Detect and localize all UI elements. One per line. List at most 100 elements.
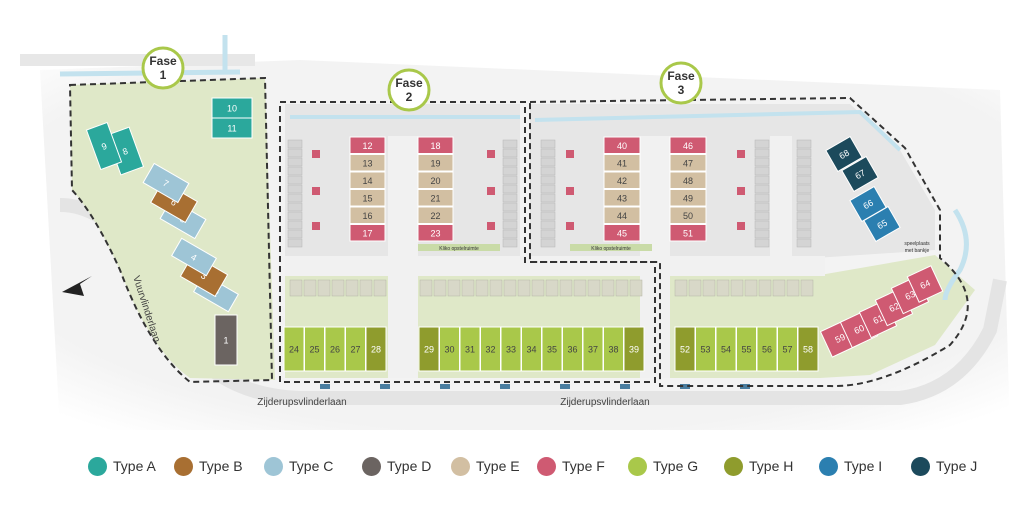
lot-28[interactable]: 28 (365, 326, 387, 372)
legend-swatch (264, 456, 283, 476)
lot-66[interactable]: 66 (849, 185, 887, 223)
parking-spot (754, 184, 770, 194)
lot-shape-13 (349, 154, 386, 172)
parking-spot (559, 279, 573, 297)
parking-spot (540, 148, 556, 158)
car-marker (500, 384, 510, 389)
lot-number-16: 16 (362, 211, 372, 221)
lot-number-63: 63 (904, 289, 917, 302)
legend-item-type-j[interactable]: Type J (911, 456, 977, 476)
lot-40[interactable]: 40 (603, 136, 641, 154)
legend-item-type-a[interactable]: Type A (88, 456, 156, 476)
lot-19[interactable]: 19 (417, 154, 454, 172)
phase-number: 3 (678, 83, 685, 97)
lot-57[interactable]: 57 (777, 326, 798, 372)
legend-item-type-e[interactable]: Type E (451, 456, 520, 476)
legend-item-type-h[interactable]: Type H (724, 456, 793, 476)
lot-55[interactable]: 55 (736, 326, 757, 372)
lot-shape-67 (841, 155, 879, 193)
lot-65[interactable]: 65 (863, 205, 901, 243)
legend-swatch (451, 456, 470, 476)
parking-spot (540, 193, 556, 203)
legend-item-type-b[interactable]: Type B (174, 456, 243, 476)
lot-33[interactable]: 33 (500, 326, 522, 372)
lot-48[interactable]: 48 (669, 171, 707, 189)
lot-number-67: 67 (853, 168, 867, 182)
lot-31[interactable]: 31 (459, 326, 481, 372)
legend-label: Type C (289, 458, 334, 474)
lot-22[interactable]: 22 (417, 206, 454, 224)
lot-46[interactable]: 46 (669, 136, 707, 154)
lot-42[interactable]: 42 (603, 171, 641, 189)
lot-45[interactable]: 45 (603, 224, 641, 242)
parking-spot (502, 139, 518, 149)
lot-18[interactable]: 18 (417, 136, 454, 154)
canal-east (942, 208, 969, 301)
lot-21[interactable]: 21 (417, 189, 454, 207)
legend-item-type-c[interactable]: Type C (264, 456, 333, 476)
lot-39[interactable]: 39 (623, 326, 645, 372)
lot-41[interactable]: 41 (603, 154, 641, 172)
lot-14[interactable]: 14 (349, 171, 386, 189)
lot-51[interactable]: 51 (669, 224, 707, 242)
lot-50[interactable]: 50 (669, 206, 707, 224)
lot-43[interactable]: 43 (603, 189, 641, 207)
lot-49[interactable]: 49 (669, 189, 707, 207)
legend-item-type-f[interactable]: Type F (537, 456, 605, 476)
lot-25[interactable]: 25 (304, 326, 325, 372)
lot-13[interactable]: 13 (349, 154, 386, 172)
lot-24[interactable]: 24 (283, 326, 305, 372)
parking-spot (502, 184, 518, 194)
legend-swatch (628, 456, 647, 476)
street-label-zijderups-right: Zijderupsvlinderlaan (560, 397, 650, 408)
parking-spot (754, 211, 770, 221)
lot-26[interactable]: 26 (324, 326, 346, 372)
phase-badge-circle (387, 68, 431, 112)
lot-11[interactable]: 11 (211, 117, 253, 139)
lot-37[interactable]: 37 (582, 326, 604, 372)
lot-number-8: 8 (121, 146, 129, 157)
lot-9[interactable]: 9 (85, 121, 123, 171)
lot-4[interactable]: 4 (170, 237, 218, 277)
lot-34[interactable]: 34 (521, 326, 542, 372)
lot-number-43: 43 (617, 193, 627, 203)
lot-58[interactable]: 58 (797, 326, 819, 372)
lot-number-19: 19 (430, 158, 440, 168)
parking-spot (287, 166, 303, 176)
lot-number-27: 27 (350, 345, 360, 355)
lot-shape-15 (349, 189, 386, 207)
parking-spot (373, 279, 387, 297)
parking-spot (688, 279, 702, 297)
lot-27[interactable]: 27 (345, 326, 366, 372)
lot-17[interactable]: 17 (349, 224, 386, 242)
legend-item-type-i[interactable]: Type I (819, 456, 882, 476)
legend-item-type-g[interactable]: Type G (628, 456, 698, 476)
parking-spot (796, 211, 812, 221)
lot-20[interactable]: 20 (417, 171, 454, 189)
street-label-zijderups-left: Zijderupsvlinderlaan (257, 397, 347, 408)
legend-item-type-d[interactable]: Type D (362, 456, 431, 476)
lot-36[interactable]: 36 (562, 326, 583, 372)
lot-1[interactable]: 1 (214, 314, 238, 366)
lot-68[interactable]: 68 (825, 135, 863, 173)
lot-38[interactable]: 38 (603, 326, 624, 372)
lot-29[interactable]: 29 (418, 326, 440, 372)
lot-56[interactable]: 56 (756, 326, 778, 372)
lot-52[interactable]: 52 (674, 326, 696, 372)
lot-32[interactable]: 32 (480, 326, 501, 372)
lot-7[interactable]: 7 (142, 162, 190, 204)
lot-53[interactable]: 53 (695, 326, 716, 372)
lot-67[interactable]: 67 (841, 155, 879, 193)
lot-number-66: 66 (861, 198, 875, 212)
lot-12[interactable]: 12 (349, 136, 386, 154)
lot-54[interactable]: 54 (715, 326, 737, 372)
lot-44[interactable]: 44 (603, 206, 641, 224)
lot-15[interactable]: 15 (349, 189, 386, 207)
lot-23[interactable]: 23 (417, 224, 454, 242)
lot-10[interactable]: 10 (211, 97, 253, 119)
lot-16[interactable]: 16 (349, 206, 386, 224)
lot-35[interactable]: 35 (541, 326, 563, 372)
lot-47[interactable]: 47 (669, 154, 707, 172)
lot-64[interactable]: 64 (906, 265, 944, 303)
lot-30[interactable]: 30 (439, 326, 460, 372)
